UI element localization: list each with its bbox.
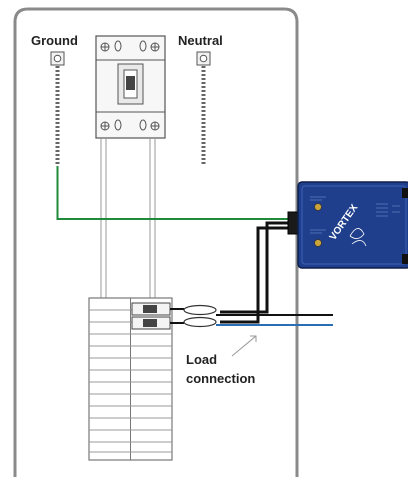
wire-connectors — [170, 304, 217, 328]
indicator-light-2 — [314, 239, 322, 247]
ground-wire — [56, 166, 290, 220]
neutral-bus-bar — [196, 51, 211, 166]
load-label-line-2: connection — [186, 371, 256, 386]
load-connection-arrow — [231, 335, 257, 357]
indicator-light-1 — [314, 203, 322, 211]
load-label-line-1: Load — [186, 352, 218, 367]
surge-protector-device: VORTEX — [287, 181, 408, 269]
branch-breaker-2 — [131, 316, 171, 330]
panel-enclosure — [13, 7, 299, 477]
neutral-label: Neutral — [178, 33, 223, 48]
branch-breaker-1 — [131, 302, 171, 316]
ground-bus-bar — [50, 51, 65, 166]
device-lead-2 — [220, 226, 290, 324]
load-connection-label: Load connection — [186, 350, 255, 388]
device-lead-1 — [220, 221, 290, 314]
breaker-distribution-panel — [88, 297, 173, 461]
ground-label: Ground — [31, 33, 78, 48]
device-logo-swirl — [349, 228, 367, 247]
main-breaker — [95, 35, 166, 139]
